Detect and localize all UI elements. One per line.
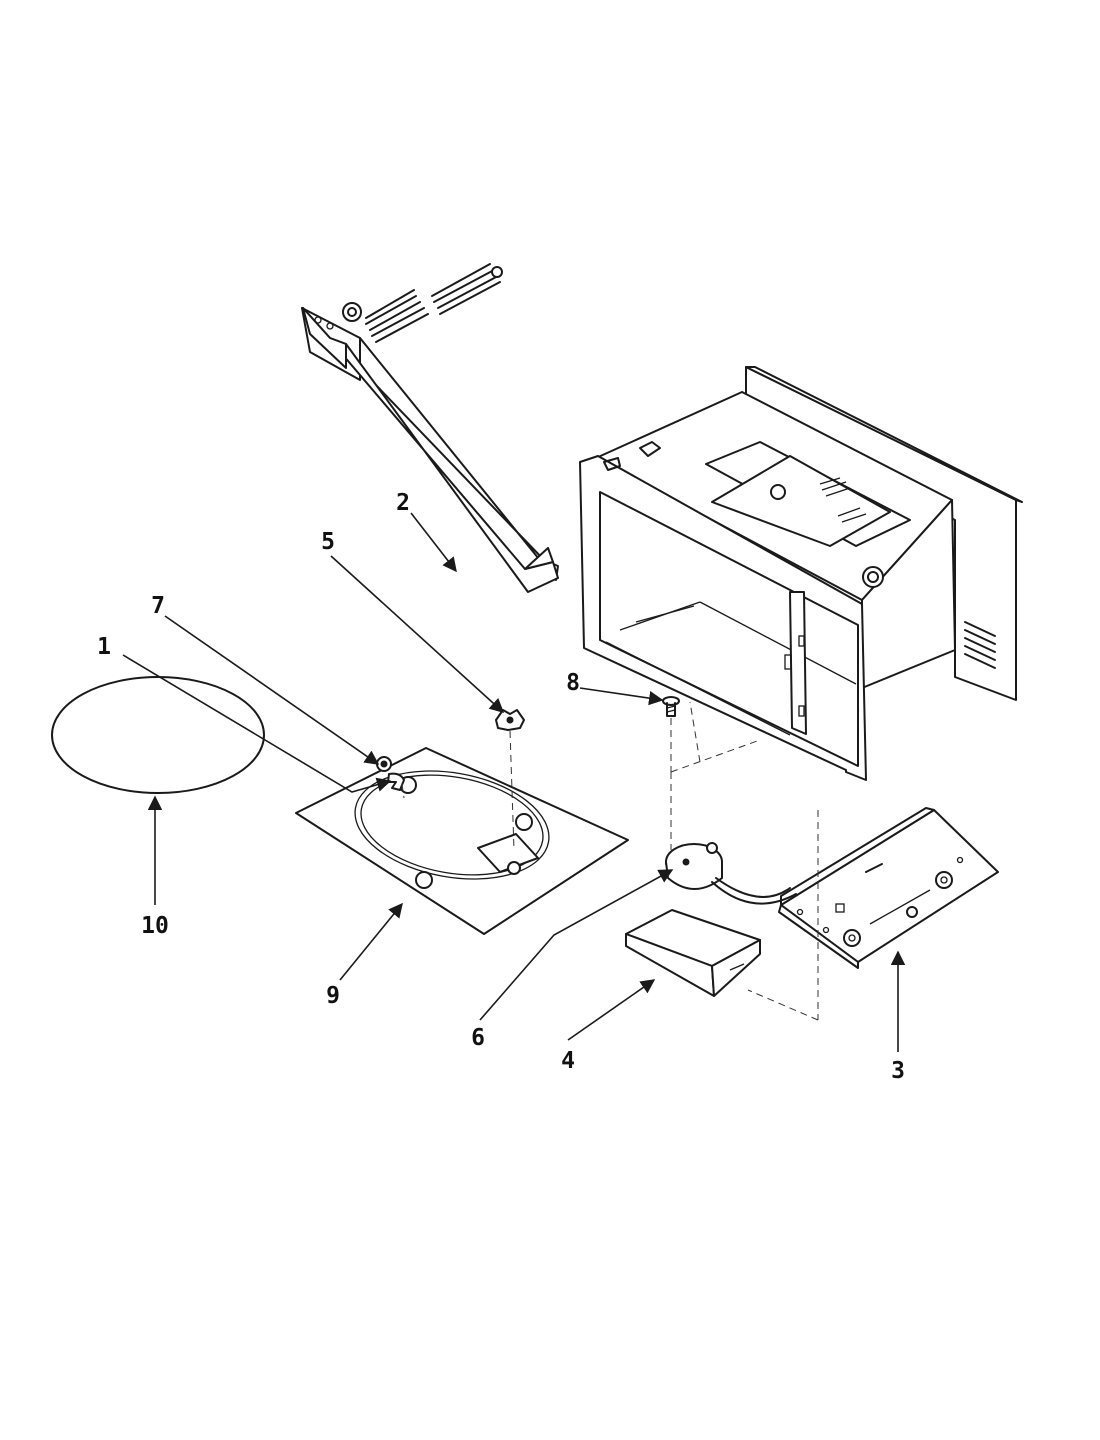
part-8-screw <box>662 696 680 717</box>
callout-7: 7 <box>151 593 165 619</box>
part-10-glass-tray <box>51 676 265 794</box>
callout-9: 9 <box>326 983 340 1009</box>
part-1-roller-guide <box>387 772 405 791</box>
callout-2: 2 <box>396 490 410 516</box>
callout-8: 8 <box>566 670 580 696</box>
callout-1: 1 <box>97 634 111 660</box>
part-7-roller <box>376 756 392 772</box>
part-3-bottom-bracket <box>778 807 999 969</box>
part-9-bottom-plate <box>295 747 629 935</box>
side-vent-grille <box>964 621 996 669</box>
callout-6: 6 <box>471 1025 485 1051</box>
callout-3: 3 <box>891 1058 905 1084</box>
part-6-turntable-motor <box>665 842 797 905</box>
assembly-guide-lines <box>401 701 819 1021</box>
part-4-motor-cover <box>625 909 761 997</box>
callout-4: 4 <box>561 1048 575 1074</box>
top-vent-grille <box>819 477 867 523</box>
callout-5: 5 <box>321 529 335 555</box>
part-5-coupler <box>495 709 525 731</box>
leader-lines <box>122 512 906 1052</box>
bracket-vent-slots <box>365 263 501 343</box>
part-2-top-bracket <box>301 263 559 593</box>
oven-cavity-assembly <box>579 366 1023 781</box>
callout-10: 10 <box>141 913 169 939</box>
callout-numbers: 1 2 3 4 5 6 7 8 9 10 <box>97 490 905 1084</box>
